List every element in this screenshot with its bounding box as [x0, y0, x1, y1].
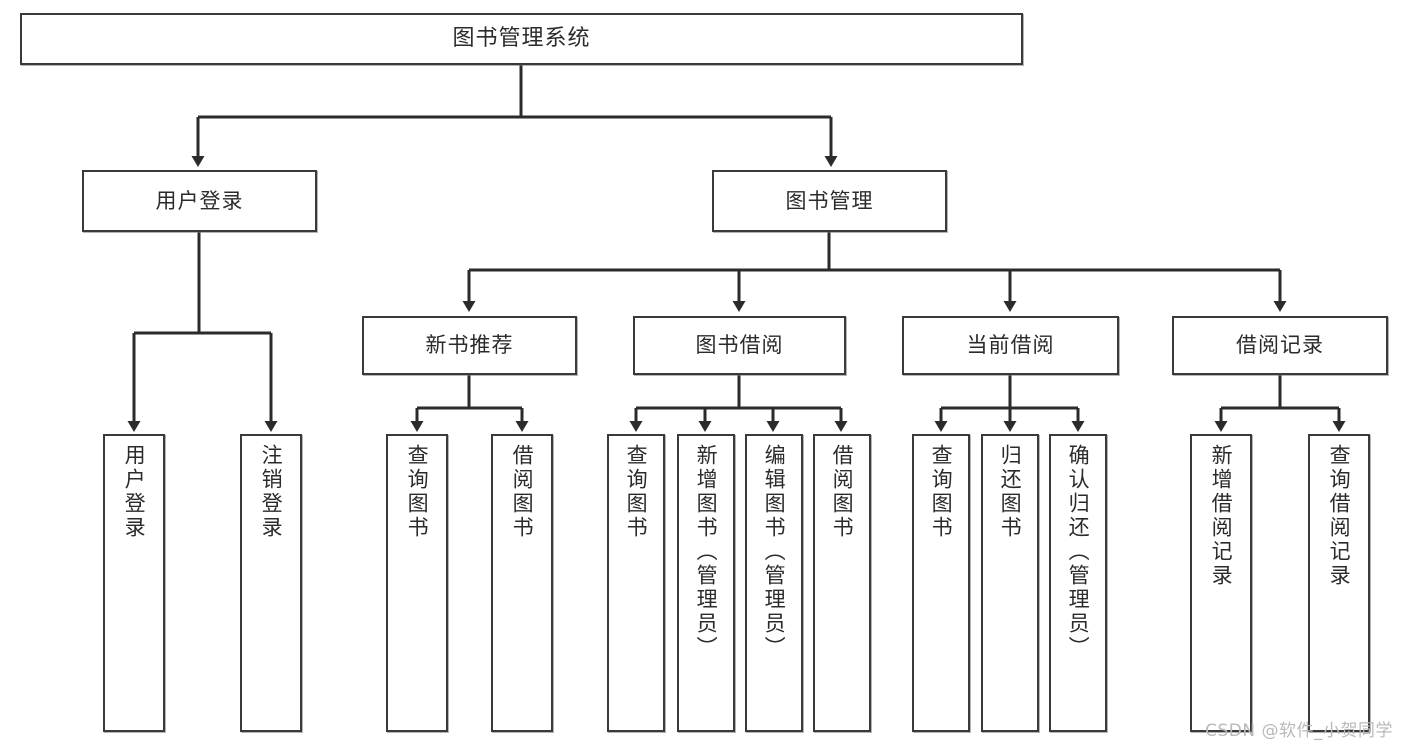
node-root-label: 图书管理系统: [452, 26, 591, 52]
node-leaf-query-record-label: 查询借阅记录: [1327, 444, 1352, 588]
node-book-manage[interactable]: 图书管理: [712, 170, 947, 232]
node-leaf-borrow-book-1-label: 借阅图书: [510, 444, 535, 540]
node-leaf-borrow-book-2-label: 借阅图书: [830, 444, 855, 540]
node-leaf-confirm-return-label: 确认归还（管理员）: [1066, 444, 1091, 660]
node-book-borrow[interactable]: 图书借阅: [633, 316, 846, 375]
node-leaf-user-logout-label: 注销登录: [259, 444, 284, 540]
node-leaf-return-book[interactable]: 归还图书: [981, 434, 1039, 732]
node-root[interactable]: 图书管理系统: [20, 13, 1023, 65]
node-leaf-add-book-label: 新增图书（管理员）: [694, 444, 719, 660]
node-leaf-add-record[interactable]: 新增借阅记录: [1190, 434, 1252, 732]
node-book-borrow-label: 图书借阅: [695, 333, 784, 358]
node-leaf-edit-book-label: 编辑图书（管理员）: [762, 444, 787, 660]
node-leaf-query-book-2[interactable]: 查询图书: [607, 434, 665, 732]
node-borrow-record[interactable]: 借阅记录: [1172, 316, 1388, 375]
node-leaf-user-logout[interactable]: 注销登录: [240, 434, 302, 732]
node-current-borrow[interactable]: 当前借阅: [902, 316, 1119, 375]
node-leaf-query-book-3-label: 查询图书: [929, 444, 954, 540]
node-leaf-query-book-2-label: 查询图书: [624, 444, 649, 540]
node-leaf-borrow-book-2[interactable]: 借阅图书: [813, 434, 871, 732]
node-leaf-query-record[interactable]: 查询借阅记录: [1308, 434, 1370, 732]
node-leaf-confirm-return[interactable]: 确认归还（管理员）: [1049, 434, 1107, 732]
node-book-manage-label: 图书管理: [785, 188, 874, 213]
node-borrow-record-label: 借阅记录: [1236, 333, 1324, 358]
node-leaf-add-book[interactable]: 新增图书（管理员）: [677, 434, 735, 732]
node-user-login-label: 用户登录: [155, 188, 244, 213]
node-leaf-edit-book[interactable]: 编辑图书（管理员）: [745, 434, 803, 732]
node-leaf-user-login-label: 用户登录: [122, 444, 147, 540]
node-current-borrow-label: 当前借阅: [966, 333, 1055, 358]
node-leaf-borrow-book-1[interactable]: 借阅图书: [491, 434, 553, 732]
node-new-book-recommend-label: 新书推荐: [425, 333, 514, 358]
node-leaf-add-record-label: 新增借阅记录: [1209, 444, 1234, 588]
node-leaf-user-login[interactable]: 用户登录: [103, 434, 165, 732]
node-leaf-query-book-1-label: 查询图书: [405, 444, 430, 540]
csdn-watermark: CSDN @软件_小贺同学: [1205, 721, 1393, 741]
node-leaf-return-book-label: 归还图书: [998, 444, 1023, 540]
node-leaf-query-book-3[interactable]: 查询图书: [912, 434, 970, 732]
node-new-book-recommend[interactable]: 新书推荐: [362, 316, 577, 375]
node-user-login[interactable]: 用户登录: [82, 170, 317, 232]
node-leaf-query-book-1[interactable]: 查询图书: [386, 434, 448, 732]
